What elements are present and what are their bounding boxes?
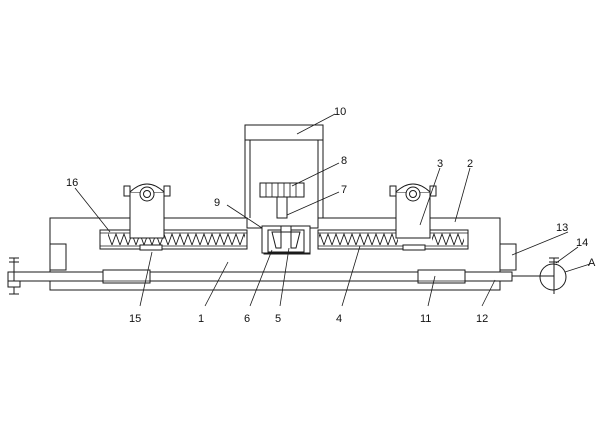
spring-coil [319,233,398,246]
label-16: 16 [66,177,78,189]
leader-lines [74,113,591,307]
right-spring [319,233,398,246]
label-13: 13 [556,222,568,234]
label-1: 1 [198,313,204,325]
label-6: 6 [244,313,250,325]
label-11: 11 [420,313,431,325]
spring-coil [432,233,464,246]
center-frame-10 [244,124,324,218]
label-9: 9 [214,197,220,209]
left-bolt [7,257,21,295]
right-clamp-3 [389,183,437,239]
label-10: 10 [334,106,346,118]
label-14: 14 [576,237,588,249]
label-5: 5 [275,313,281,325]
label-a: A [588,257,596,269]
center-mechanism [261,225,311,254]
right-bolt-14 [512,257,559,294]
side-block-13 [499,243,517,271]
left-side-slot [49,243,67,271]
right-channel [317,229,469,250]
detail-circle-a [539,263,567,291]
right-spring-outer [432,233,464,246]
label-12: 12 [476,313,488,325]
label-3: 3 [437,158,443,170]
slider-11 [402,244,426,251]
slider-15 [139,244,163,251]
part-labels: 10 8 7 9 16 3 2 13 14 A 15 1 6 5 4 11 12 [66,106,596,325]
label-8: 8 [341,155,347,167]
left-clamp-16 [123,183,171,239]
label-2: 2 [467,158,473,170]
label-7: 7 [341,184,347,196]
adjust-knob-8 [259,182,305,219]
label-15: 15 [129,313,141,325]
label-4: 4 [336,313,342,325]
slide-rail [7,269,513,284]
